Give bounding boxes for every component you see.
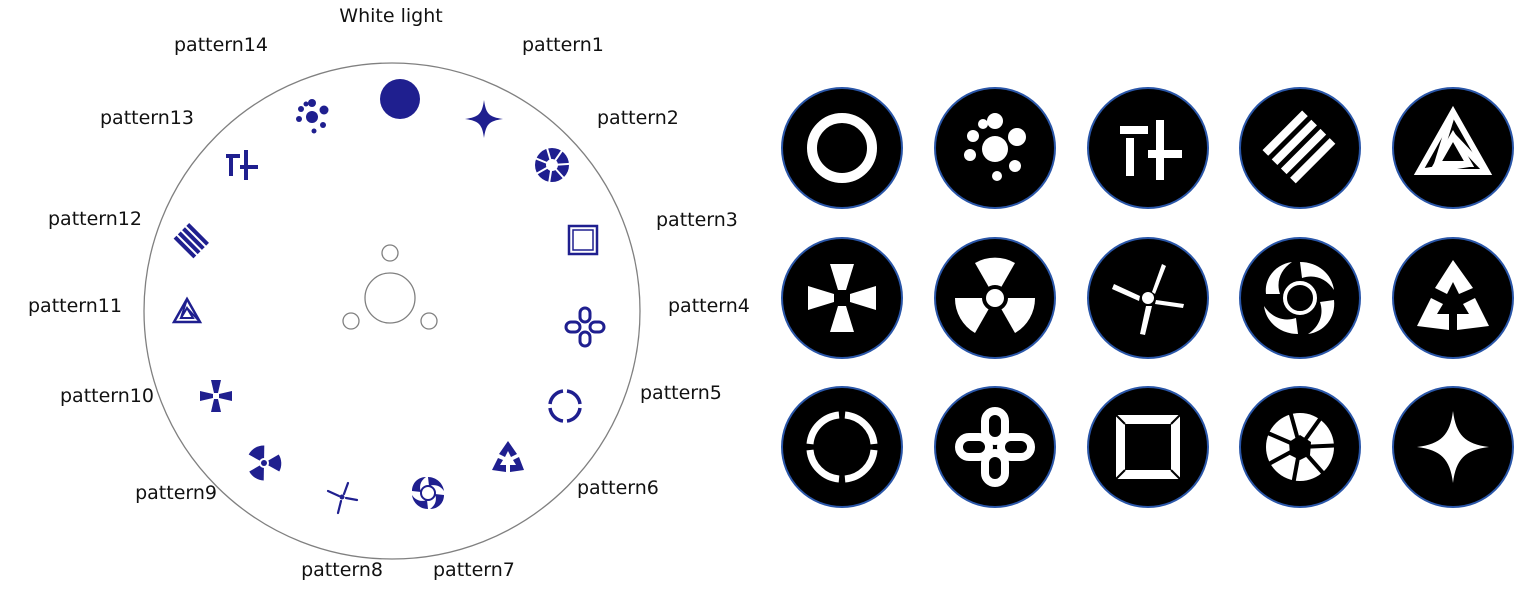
gobo-segring-icon — [781, 386, 903, 508]
wheel-label-pattern9: pattern9 — [135, 482, 217, 504]
gobo-dots-icon — [934, 87, 1056, 209]
swirl-icon — [412, 477, 444, 509]
dots-cluster-icon — [296, 99, 329, 134]
diagonal-stripes-icon — [173, 223, 209, 259]
wheel-label-pattern5: pattern5 — [640, 382, 722, 404]
gobo-aperture-icon — [1239, 386, 1361, 508]
aperture-icon — [535, 147, 570, 183]
wheel-label-pattern4: pattern4 — [668, 295, 750, 317]
wheel-label-pattern13: pattern13 — [100, 107, 194, 129]
gobo-stripes-icon — [1239, 87, 1361, 209]
wheel-label-pattern6: pattern6 — [577, 477, 659, 499]
wheel-outline — [143, 62, 641, 560]
bars-icon — [226, 150, 258, 180]
four-point-star-icon — [465, 100, 503, 138]
gobo-propeller-icon — [1087, 237, 1209, 359]
wheel-label-pattern12: pattern12 — [48, 208, 142, 230]
triskelion-icon — [492, 441, 524, 472]
gobo-bars-icon — [1087, 87, 1209, 209]
segmented-ring-icon — [548, 389, 582, 423]
white-light-dot-icon — [380, 79, 420, 119]
framed-square-icon — [567, 224, 599, 256]
gobo-swirl-icon — [1239, 237, 1361, 359]
gobo-triskelion-icon — [1392, 237, 1514, 359]
wheel-label-pattern2: pattern2 — [597, 107, 679, 129]
wheel-label-pattern1: pattern1 — [522, 34, 604, 56]
gobo-wheel: White light pattern1 pattern2 pattern3 patte… — [28, 5, 750, 581]
nested-triangle-icon — [171, 296, 203, 324]
gobo-square-icon — [1087, 386, 1209, 508]
gobo-quatrefoil-icon — [934, 386, 1056, 508]
wheel-label-pattern11: pattern11 — [28, 295, 122, 317]
wheel-hub — [342, 244, 438, 330]
propeller-icon — [326, 481, 359, 515]
gobo-radiation-icon — [934, 237, 1056, 359]
hub-center-hole — [364, 272, 416, 324]
gobo-triangle-icon — [1392, 87, 1514, 209]
wheel-label-pattern7: pattern7 — [433, 559, 515, 581]
wheel-label-pattern3: pattern3 — [656, 209, 738, 231]
wheel-label-pattern10: pattern10 — [60, 385, 154, 407]
wheel-label-pattern8: pattern8 — [301, 559, 383, 581]
gobo-star-icon — [1392, 386, 1514, 508]
gobo-wedges-icon — [781, 237, 903, 359]
four-wedges-icon — [200, 380, 232, 412]
hub-top-hole — [381, 244, 399, 262]
gobo-grid — [781, 87, 1514, 508]
gobo-ring-icon — [781, 87, 903, 209]
wheel-label-white-light: White light — [339, 5, 442, 27]
hub-left-hole — [342, 312, 360, 330]
quatrefoil-icon — [564, 306, 606, 348]
wheel-label-pattern14: pattern14 — [174, 34, 268, 56]
hub-right-hole — [420, 312, 438, 330]
radiation-icon — [248, 445, 282, 481]
